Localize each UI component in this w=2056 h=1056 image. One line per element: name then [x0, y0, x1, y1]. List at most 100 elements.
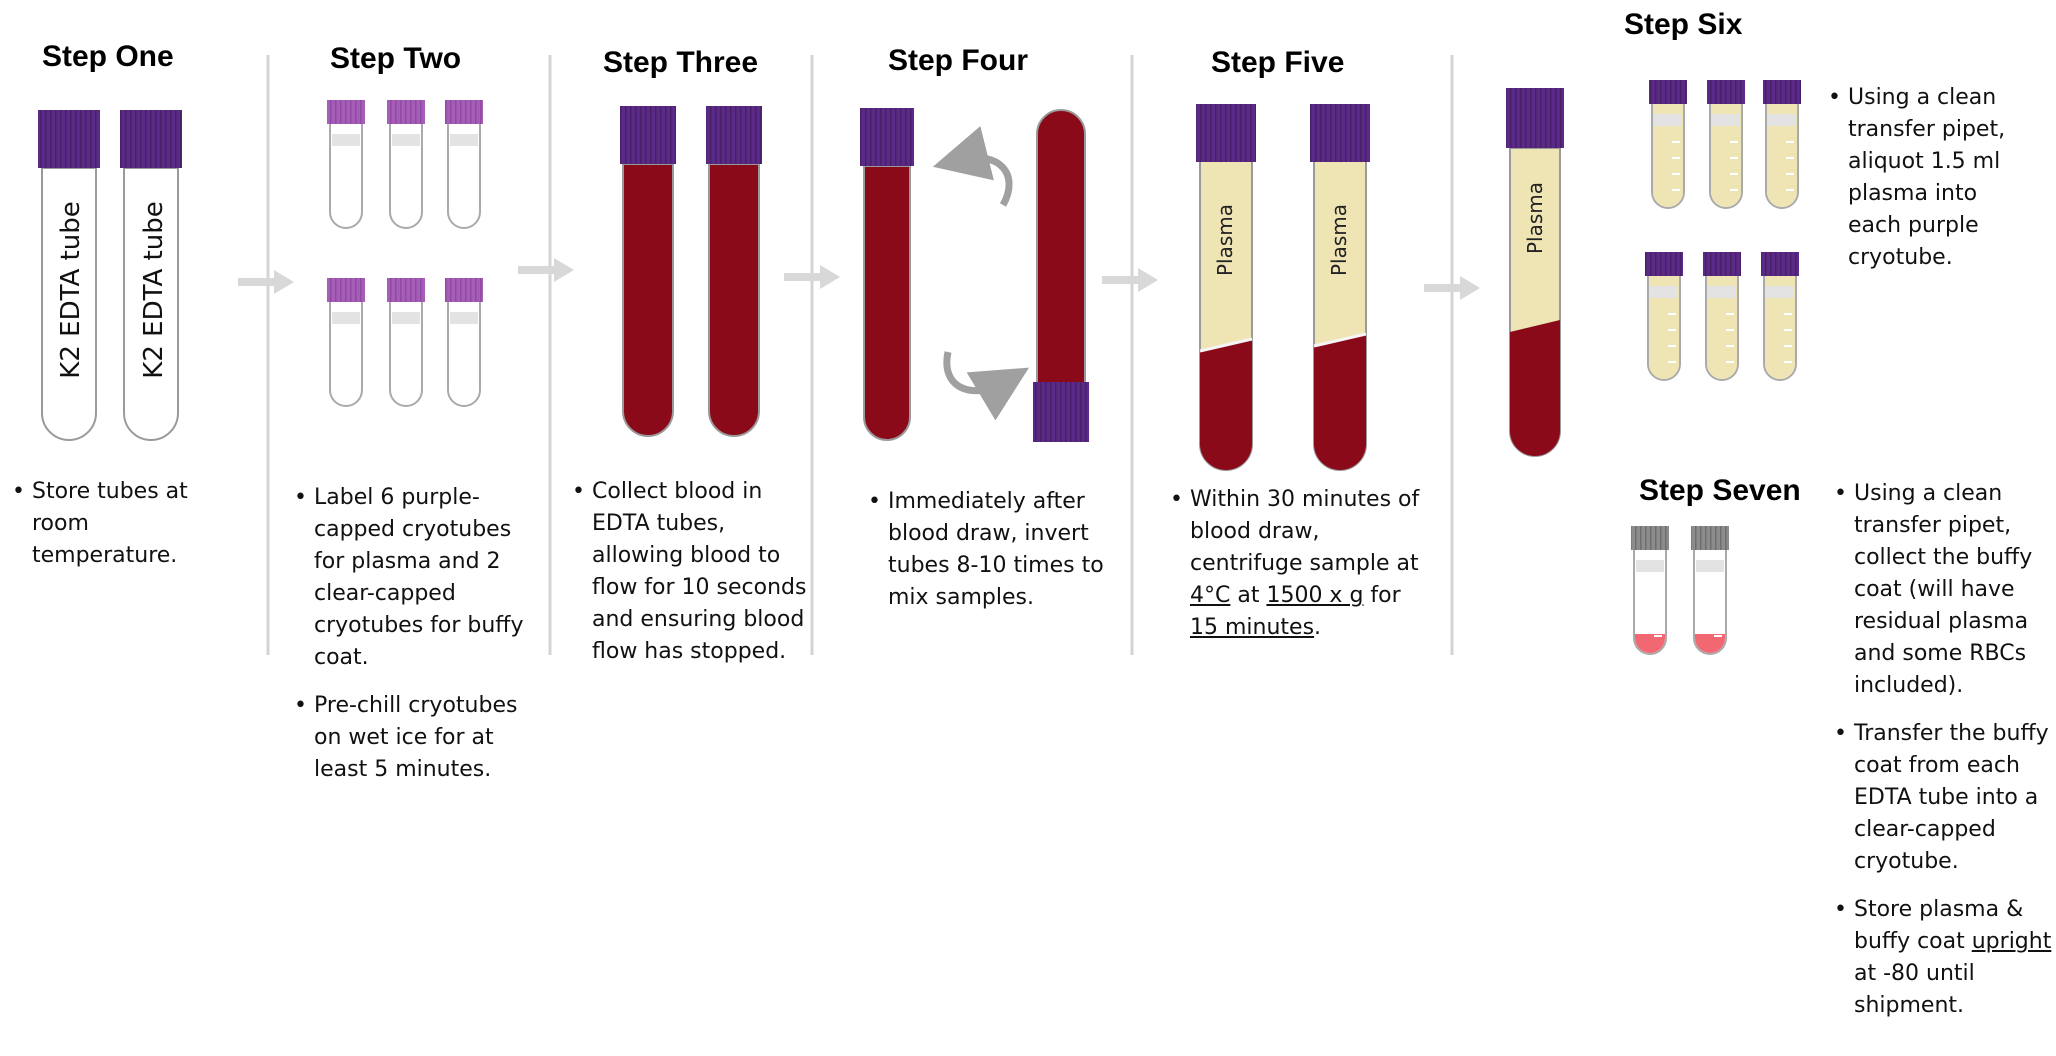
tube-body: [123, 167, 179, 441]
instruction-item: Label 6 purple-capped cryotubes for plas…: [294, 482, 544, 674]
purple-cap: [1506, 88, 1564, 148]
arrow-head: [554, 258, 574, 282]
plasma-cryotube: [1763, 80, 1801, 209]
cryotube-label-band: [332, 312, 360, 324]
cryotube-label-band: [1650, 286, 1678, 298]
cryotube-cap: [445, 100, 483, 124]
k2-edta-tube: K2 EDTA tube: [120, 110, 182, 441]
arrow-head: [1460, 276, 1480, 300]
step-six-instructions: Using a clean transfer pipet, aliquot 1.…: [1828, 82, 2028, 290]
cryotube-label-band: [392, 312, 420, 324]
instruction-text: for: [1363, 583, 1401, 608]
cryotube-contents: [1711, 104, 1741, 207]
cryotube-cap: [1763, 80, 1801, 104]
step-one-heading: Step One: [42, 40, 174, 73]
cryotube-cap: [327, 278, 365, 302]
cryotube-contents: [1635, 634, 1665, 653]
cryotube-cap: [1631, 526, 1669, 550]
instruction-item: Immediately after blood draw, invert tub…: [868, 486, 1128, 614]
cryotube-body: [447, 299, 481, 407]
arrow-right-icon: [1102, 268, 1158, 292]
cryotube-contents: [1649, 276, 1679, 379]
instruction-text: .: [1314, 615, 1322, 640]
buffy-coat-line: [1313, 332, 1367, 348]
arrow-head: [274, 270, 294, 294]
cryotube-label-band: [1696, 560, 1724, 572]
purple-cap: [860, 108, 914, 166]
blood-tube: [706, 106, 762, 437]
purple-cryotube: [445, 100, 483, 229]
instruction-text: Within 30 minutes of blood draw, centrif…: [1190, 487, 1420, 576]
red-cell-layer: [1200, 339, 1252, 470]
cryotube-label-band: [332, 134, 360, 146]
instruction-item: Using a clean transfer pipet, collect th…: [1834, 478, 2052, 702]
purple-cryotube: [327, 278, 365, 407]
cryotube-contents: [1695, 634, 1725, 653]
purple-cryotube: [387, 100, 425, 229]
cryotube-body: [329, 299, 363, 407]
cryotube-label-band: [450, 312, 478, 324]
instruction-item: Collect blood in EDTA tubes, allowing bl…: [572, 476, 812, 668]
arrow-right-icon: [784, 265, 840, 289]
plasma-cryotube: [1645, 252, 1683, 381]
step-three-heading: Step Three: [603, 46, 759, 79]
tube-label: Plasma: [1523, 182, 1547, 254]
cryotube-label-band: [1636, 560, 1664, 572]
arrow-shaft: [238, 278, 276, 286]
cryotube-cap: [387, 100, 425, 124]
step-three-instructions: Collect blood in EDTA tubes, allowing bl…: [572, 476, 812, 684]
curved-arrow-bottom: [943, 351, 1030, 421]
curved-arrow-icon: [932, 126, 1030, 421]
purple-cryotube: [327, 100, 365, 229]
cryotube-cap: [387, 278, 425, 302]
cryotube-contents: [1767, 104, 1797, 207]
step-seven-heading: Step Seven: [1639, 474, 1801, 507]
cryotube-cap: [1691, 526, 1729, 550]
cryotube-body: [447, 121, 481, 229]
tube-body: [622, 163, 674, 437]
tube-label: Plasma: [1327, 204, 1351, 276]
instruction-text: at -80 until shipment.: [1854, 961, 1975, 1018]
cryotube-contents: [1707, 276, 1737, 379]
blood-tube: [620, 106, 676, 437]
inverted-blood-tube: [1033, 109, 1089, 442]
plasma-cryotube: [1707, 80, 1745, 209]
cryotube-cap: [1649, 80, 1687, 104]
cryotube-cap: [1703, 252, 1741, 276]
k2-edta-tube: K2 EDTA tube: [38, 110, 100, 441]
tube-body: [708, 163, 760, 437]
step-four-instructions: Immediately after blood draw, invert tub…: [868, 486, 1128, 630]
arrow-shaft: [784, 273, 822, 281]
cryotube-label-band: [1708, 286, 1736, 298]
cryotube-label-band: [1766, 286, 1794, 298]
cryotube-body: [329, 121, 363, 229]
instruction-text: at: [1230, 583, 1267, 608]
plasma-cryotube: [1761, 252, 1799, 381]
tube-label: K2 EDTA tube: [56, 201, 86, 378]
instruction-item: Using a clean transfer pipet, aliquot 1.…: [1828, 82, 2028, 274]
arrow-shaft: [1102, 276, 1140, 284]
purple-cap: [706, 106, 762, 164]
cryotube-cap: [1761, 252, 1799, 276]
step-two-heading: Step Two: [330, 42, 462, 75]
purple-cryotube: [445, 278, 483, 407]
instruction-item: Within 30 minutes of blood draw, centrif…: [1170, 484, 1430, 644]
centrifuged-tube: Plasma: [1196, 104, 1256, 471]
instruction-item: Pre-chill cryotubes on wet ice for at le…: [294, 690, 544, 786]
purple-cap: [1310, 104, 1370, 162]
arrow-right-icon: [238, 270, 294, 294]
blood-tube: [860, 108, 914, 441]
step-seven-instructions: Using a clean transfer pipet, collect th…: [1834, 478, 2052, 1038]
cryotube-body: [1633, 547, 1667, 655]
tube-body: [863, 165, 911, 441]
red-cell-layer: [1510, 320, 1560, 456]
cryotube-cap: [327, 100, 365, 124]
cryotube-label-band: [392, 134, 420, 146]
purple-cap: [120, 110, 182, 168]
cryotube-contents: [1765, 276, 1795, 379]
arrow-shaft: [518, 266, 556, 274]
instruction-item: Store plasma & buffy coat upright at -80…: [1834, 894, 2052, 1022]
arrow-right-icon: [518, 258, 574, 282]
